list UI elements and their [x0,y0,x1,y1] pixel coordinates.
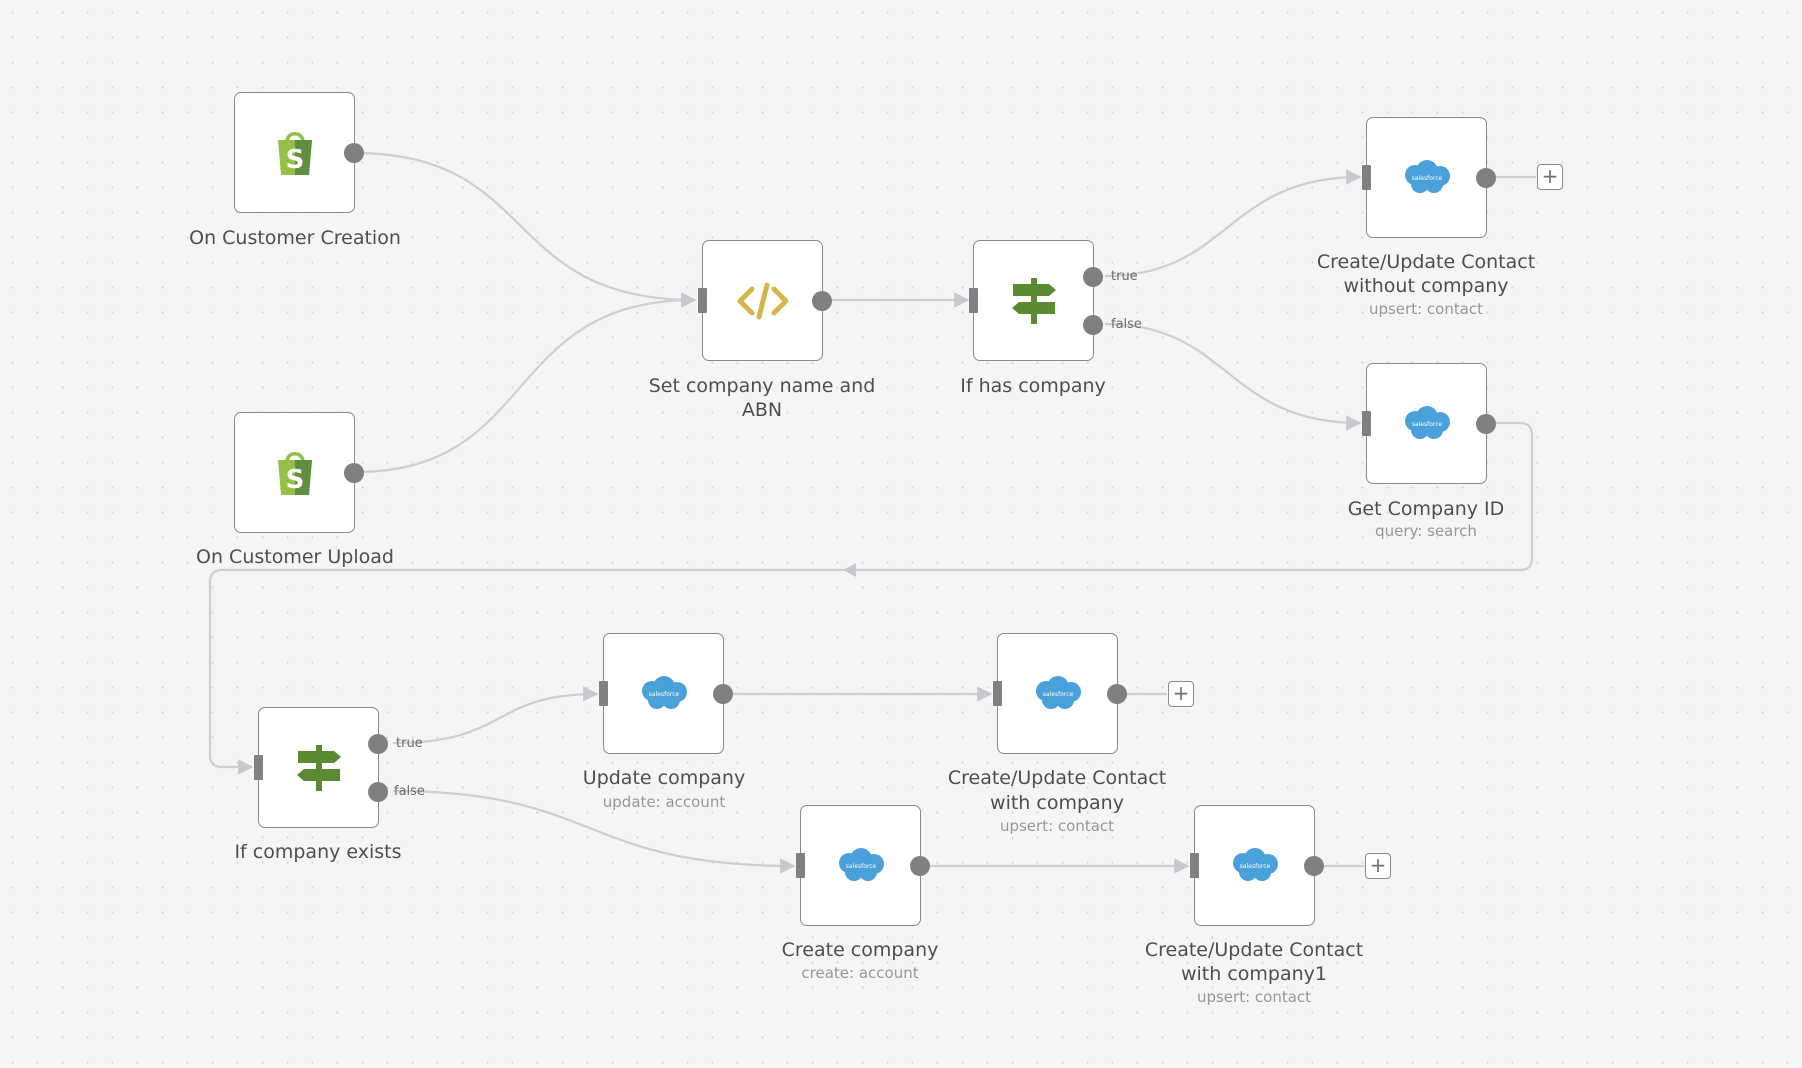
node-label: Get Company ID [1347,498,1505,520]
flow-direction-arrow [843,563,856,577]
svg-text:salesforce: salesforce [845,863,876,870]
salesforce-icon: salesforce [833,838,889,894]
svg-text:salesforce: salesforce [1042,691,1073,698]
node-get-company-id[interactable]: salesforce [1362,363,1496,484]
edge-true-to-contact-without[interactable] [1104,169,1362,278]
svg-text:salesforce: salesforce [648,691,679,698]
input-handle[interactable] [1190,853,1199,878]
node-label: Update company [582,767,746,789]
node-label-line1: Create/Update Contact [947,767,1167,789]
shopify-icon: S [267,125,323,181]
edge-get-id-to-if-exists[interactable] [208,421,1534,775]
node-on-customer-upload[interactable]: S [234,412,364,533]
output-handle[interactable] [1476,167,1496,188]
node-label: On Customer Upload [196,546,394,568]
node-label: Create company [781,939,939,961]
node-label-line2: without company [1343,275,1509,297]
input-handle[interactable] [1362,165,1371,190]
node-label: If company exists [234,841,402,863]
node-label: On Customer Creation [189,227,401,249]
output-handle[interactable] [1476,413,1496,434]
output-handle-false[interactable] [368,782,388,802]
salesforce-icon: salesforce [1227,838,1283,894]
salesforce-icon: salesforce [1399,150,1455,206]
input-handle[interactable] [254,755,263,780]
node-subtitle: update: account [602,793,726,811]
output-handle[interactable] [812,290,832,311]
input-handle[interactable] [993,681,1002,706]
branch-label-true: true [1111,269,1138,284]
node-create-update-contact-with-company1[interactable]: salesforce [1190,805,1324,926]
node-label-line1: Create/Update Contact [1316,251,1536,273]
edge-creation-to-set[interactable] [354,151,697,308]
salesforce-icon: salesforce [636,666,692,722]
input-handle[interactable] [1362,411,1371,436]
svg-text:S: S [285,465,304,495]
output-handle[interactable] [1304,855,1324,876]
node-subtitle: upsert: contact [1196,988,1312,1006]
add-node-button[interactable]: + [1537,164,1563,190]
edge-false-to-create-company[interactable] [392,789,796,874]
signpost-icon [291,740,347,796]
salesforce-icon: salesforce [1399,396,1455,452]
node-subtitle: query: search [1375,522,1477,540]
node-if-has-company[interactable] [969,240,1103,361]
add-node-button[interactable]: + [1168,681,1194,707]
output-handle[interactable] [1107,683,1127,704]
branch-label-false: false [394,784,425,799]
output-handle-true[interactable] [1083,267,1103,287]
node-set-company-name[interactable] [698,240,832,361]
node-subtitle: upsert: contact [1368,300,1484,318]
node-create-update-contact-with-company[interactable]: salesforce [993,633,1127,754]
svg-text:salesforce: salesforce [1411,175,1442,182]
node-label-line2: with company [990,792,1124,814]
output-handle-false[interactable] [1083,315,1103,335]
node-subtitle: create: account [801,964,919,982]
node-update-company[interactable]: salesforce [599,633,733,754]
edge-true-to-update-company[interactable] [392,686,599,745]
add-node-button[interactable]: + [1365,853,1391,879]
code-icon [735,273,791,329]
shopify-icon: S [267,445,323,501]
output-handle[interactable] [344,142,364,163]
output-handle[interactable] [344,462,364,483]
input-handle[interactable] [796,853,805,878]
node-create-update-contact-without-company[interactable]: salesforce [1362,117,1496,238]
input-handle[interactable] [969,288,978,313]
node-if-company-exists[interactable] [254,707,388,828]
node-subtitle: upsert: contact [999,817,1115,835]
svg-text:salesforce: salesforce [1239,863,1270,870]
output-handle-true[interactable] [368,734,388,754]
salesforce-icon: salesforce [1030,666,1086,722]
branch-label-false: false [1111,317,1142,332]
node-label-line2: ABN [741,399,783,421]
node-label: If has company [960,375,1106,397]
input-handle[interactable] [698,288,707,313]
signpost-icon [1006,273,1062,329]
node-label-line1: Create/Update Contact [1144,939,1364,961]
node-label-line1: Set company name and [648,375,876,397]
branch-label-true: true [396,736,423,751]
output-handle[interactable] [910,855,930,876]
svg-text:salesforce: salesforce [1411,421,1442,428]
input-handle[interactable] [599,681,608,706]
node-on-customer-creation[interactable]: S [234,92,364,213]
node-label-line2: with company1 [1180,963,1327,985]
node-create-company[interactable]: salesforce [796,805,930,926]
output-handle[interactable] [713,683,733,704]
svg-text:S: S [285,145,304,175]
edge-false-to-get-company-id[interactable] [1104,322,1362,431]
edge-upload-to-set[interactable] [354,292,697,474]
